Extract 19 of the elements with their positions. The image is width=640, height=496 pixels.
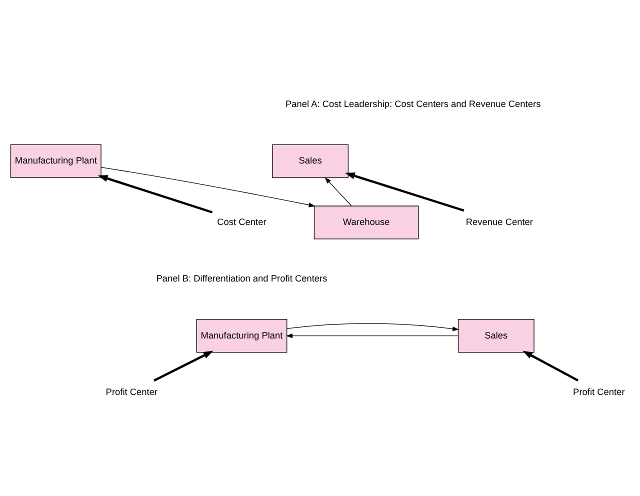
arrow — [522, 350, 578, 382]
arrow — [345, 172, 464, 212]
arrow — [98, 174, 213, 213]
node-box: Manufacturing Plant — [10, 144, 102, 178]
node-text: Profit Center — [106, 386, 158, 396]
node-box: Sales — [458, 318, 534, 352]
node-box: Manufacturing Plant — [196, 318, 288, 352]
node-box: Sales — [272, 144, 348, 178]
label: Panel A: Cost Leadership: Cost Centers and Revenue Centers — [285, 98, 541, 108]
arrow — [286, 333, 458, 338]
arrow — [286, 322, 460, 331]
node-box: Warehouse — [314, 205, 419, 239]
arrow — [324, 176, 352, 206]
node-text: Revenue Center — [466, 216, 533, 226]
node-text: Profit Center — [573, 386, 625, 396]
arrow — [153, 350, 214, 382]
arrow — [100, 166, 316, 207]
label: Panel B: Differentiation and Profit Centers — [156, 273, 328, 284]
node-text: Cost Center — [217, 216, 266, 226]
